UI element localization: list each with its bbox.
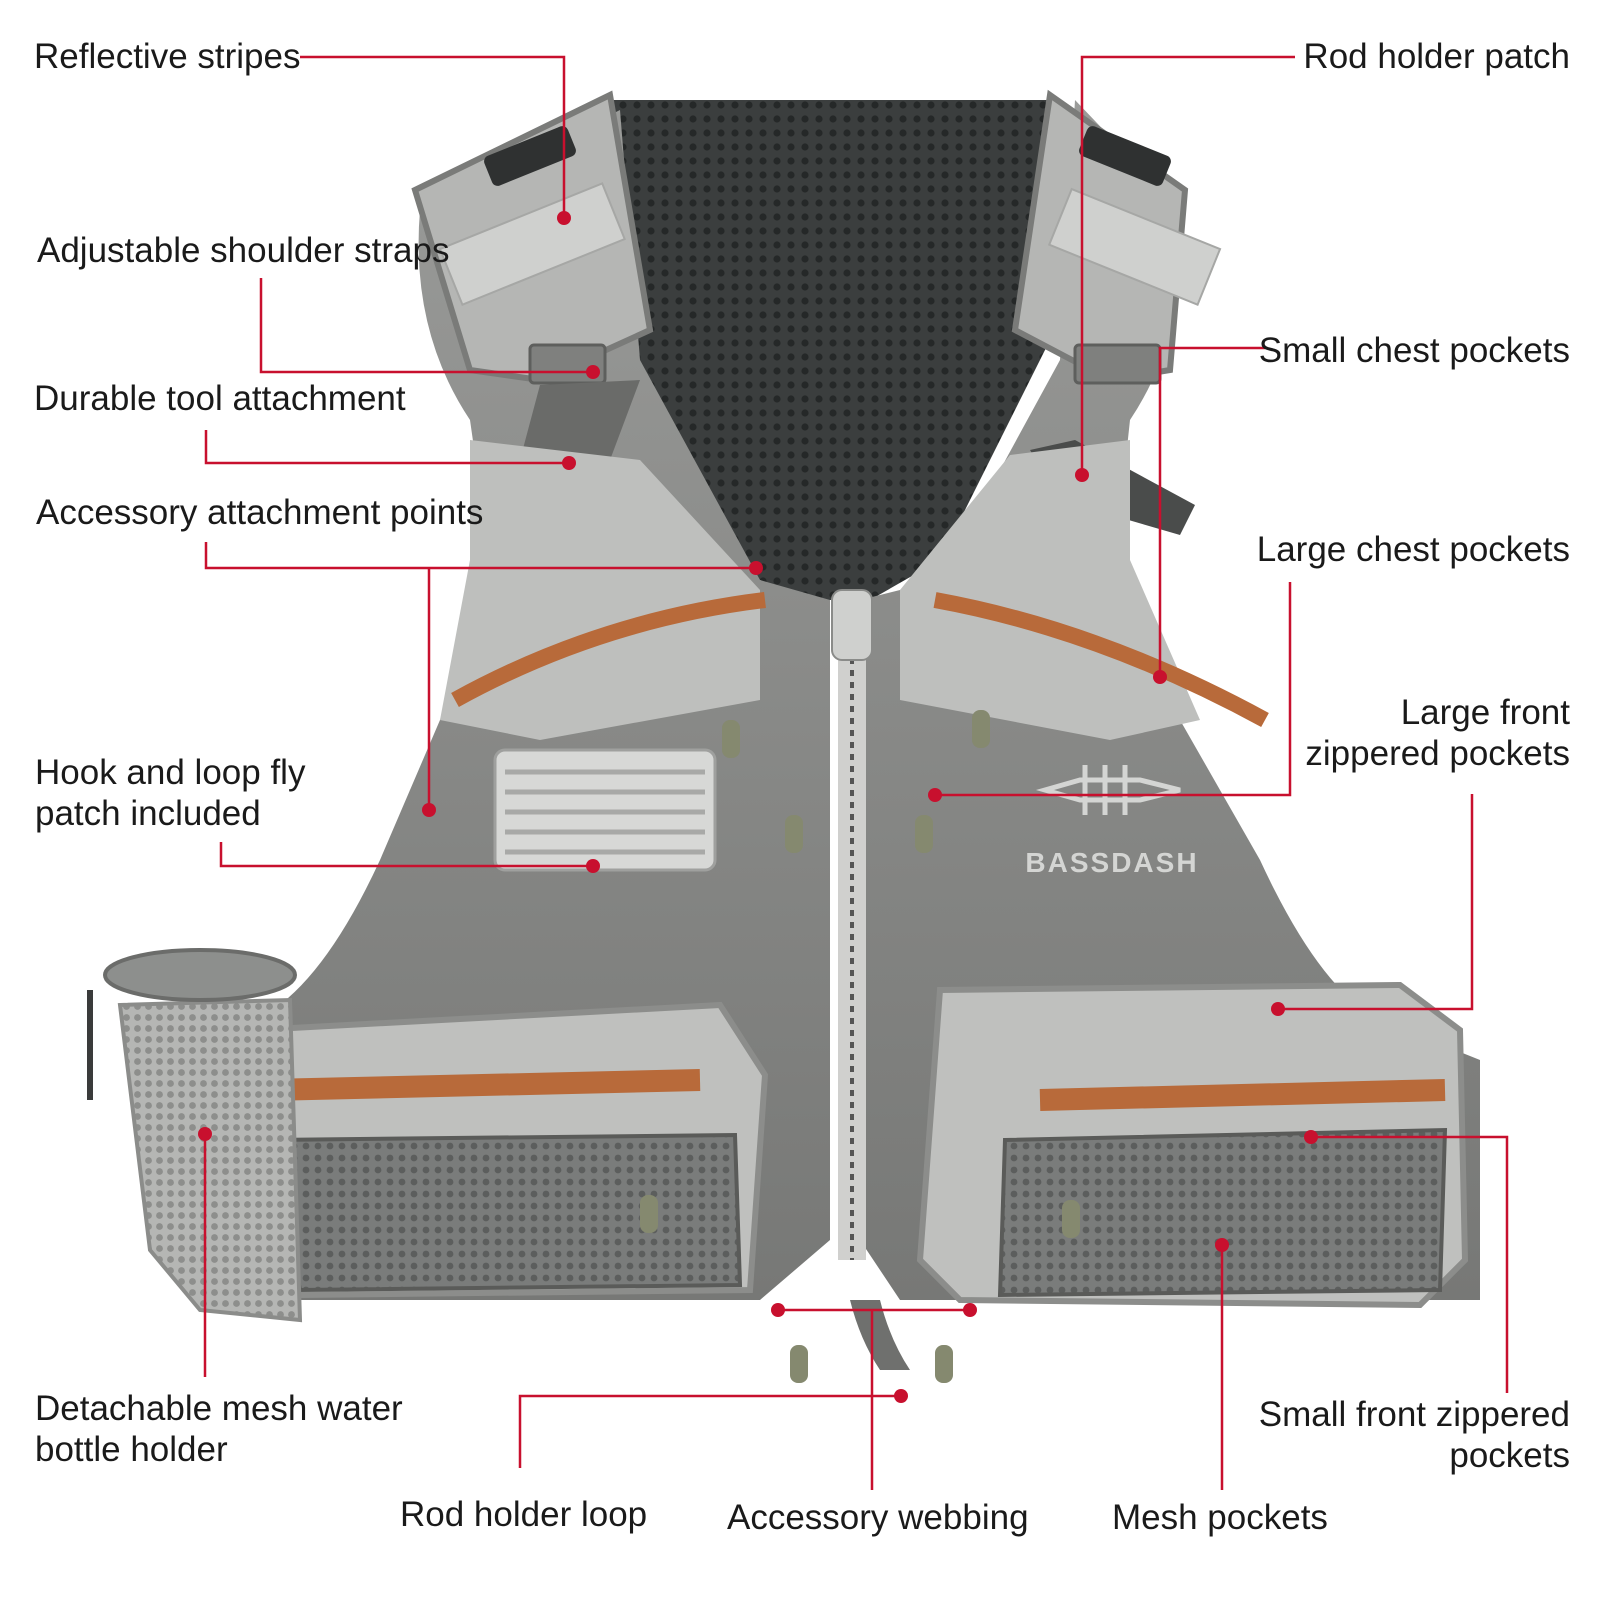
callout-line-small-chest-pockets [1158,346,1265,677]
callout-line-large-chest-pockets [935,582,1292,797]
callout-line-rod-holder-loop [518,1394,901,1468]
label-small-chest-pockets: Small chest pockets [1258,331,1570,370]
callout-line-adjustable-shoulder-straps [259,278,593,374]
right-chest-zipper [933,592,1269,728]
rod-holder-loop-strap [850,1300,910,1370]
label-reflective-stripes: Reflective stripes [34,37,301,76]
label-large-chest-pockets: Large chest pockets [1256,530,1570,569]
callout-line-rod-holder-patch [1080,55,1295,475]
left-tool-plate [520,380,640,460]
label-detachable-mesh-water-bottle-holder: Detachable mesh water bottle holder [35,1389,403,1469]
vest-illustration: BASSDASH [87,89,1480,1383]
bassdash-logo: BASSDASH [1025,765,1198,878]
label-large-front-zippered-pockets: Large front zippered pockets [1305,693,1570,773]
callout-line-large-front-zippered-pockets [1278,794,1474,1011]
callout-line-reflective-stripes [300,55,566,218]
callout-line-small-front-zippered-pockets [1311,1135,1509,1393]
label-durable-tool-attachment: Durable tool attachment [34,379,406,418]
callout-line-accessory-webbing [778,1308,970,1490]
label-mesh-pockets: Mesh pockets [1112,1498,1328,1537]
callout-dots [198,211,1318,1403]
left-bottom-pocket [251,1001,769,1299]
back-mesh-panel [610,100,1060,600]
label-accessory-webbing: Accessory webbing [727,1498,1029,1537]
fly-patch [493,748,717,872]
callout-line-durable-tool-attachment [204,430,569,465]
callout-lines [203,55,1509,1490]
label-small-front-zippered-pockets: Small front zippered pockets [1258,1395,1570,1475]
callout-line-hook-and-loop-fly-patch [219,842,593,868]
callout-line-accessory-attachment-points [204,542,756,810]
right-bottom-pocket [916,981,1469,1309]
label-rod-holder-patch: Rod holder patch [1303,37,1570,76]
label-rod-holder-loop: Rod holder loop [400,1495,648,1534]
label-accessory-attachment-points: Accessory attachment points [36,493,484,532]
right-chest-panel [900,440,1200,740]
label-adjustable-shoulder-straps: Adjustable shoulder straps [37,231,450,270]
left-chest-zipper [451,592,766,708]
water-bottle-holder [87,948,303,1323]
label-hook-and-loop-fly-patch: Hook and loop fly patch included [35,753,306,833]
brand-logo-text: BASSDASH [1025,847,1198,878]
left-buckle [484,126,576,186]
right-buckle [1079,126,1171,186]
zipper-pulls [640,710,1080,1383]
